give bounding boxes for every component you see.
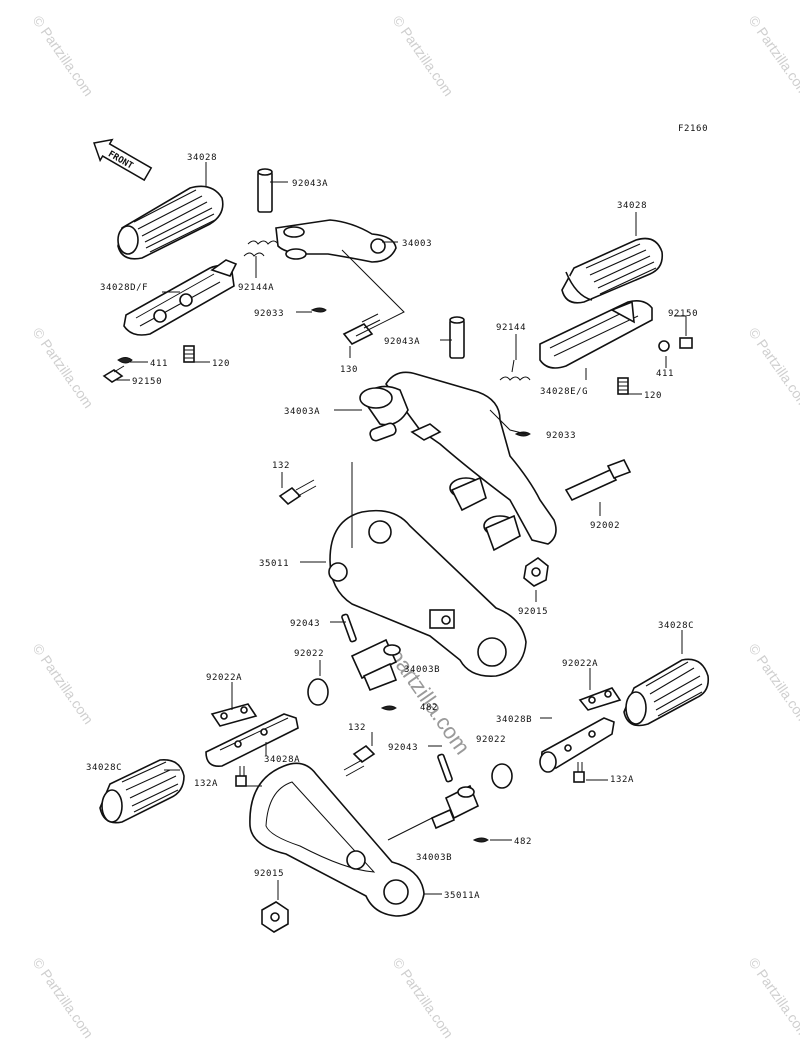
part-label: 132 xyxy=(348,723,366,733)
plate-35011A xyxy=(249,762,425,917)
footpeg-34028B xyxy=(539,717,615,773)
part-label: 92022 xyxy=(294,649,324,659)
watermark: © Partzilla.com xyxy=(30,641,97,727)
part-label: 411 xyxy=(656,369,674,379)
part-label: 34003A xyxy=(284,407,320,417)
part-label: 92043 xyxy=(388,743,418,753)
bolt-120-right xyxy=(617,377,629,395)
bolt-132A-right xyxy=(573,762,585,783)
part-label: 92015 xyxy=(254,869,284,879)
bolt-92150-left xyxy=(102,365,125,383)
watermark: © Partzilla.com xyxy=(390,13,457,99)
part-label: 34028C xyxy=(86,763,122,773)
footpeg-34028A xyxy=(205,713,299,768)
footpeg-bracket-upper-right xyxy=(539,300,653,369)
bolt-120-left xyxy=(183,345,195,363)
clip-middle xyxy=(514,431,531,437)
part-label: 130 xyxy=(340,365,358,375)
watermark: © Partzilla.com xyxy=(746,955,800,1041)
part-label: 120 xyxy=(212,359,230,369)
pin-upper xyxy=(257,168,273,213)
watermark: © Partzilla.com xyxy=(390,955,457,1041)
part-label: 92033 xyxy=(546,431,576,441)
part-label: 92043A xyxy=(384,337,420,347)
part-labels: 34028 92043A 34003 92144A 34028D/F 92033… xyxy=(86,153,698,901)
watermark: © Partzilla.com xyxy=(30,13,97,99)
pin-middle xyxy=(449,316,465,359)
leader-lines xyxy=(116,162,687,900)
bolt-92150-right xyxy=(679,337,693,349)
spring-upper-left xyxy=(243,240,279,257)
part-label: 92144 xyxy=(496,323,526,333)
clip-upper xyxy=(310,307,327,313)
part-label: 92033 xyxy=(254,309,284,319)
bracket-34003A xyxy=(359,371,557,552)
bolt-92002 xyxy=(564,458,632,502)
bracket-34003B-top xyxy=(350,638,401,692)
clip-482-bottom xyxy=(472,837,489,843)
part-label: 411 xyxy=(150,359,168,369)
bracket-34003B-bottom xyxy=(430,784,480,830)
part-label: 34028 xyxy=(617,201,647,211)
washer-411-left xyxy=(117,357,133,364)
bolt-132-top xyxy=(278,479,317,506)
pin-92043-left xyxy=(341,613,357,643)
footpeg-rubber-upper-right xyxy=(561,237,664,304)
part-label: 92144A xyxy=(238,283,274,293)
footpeg-rubber-upper-left xyxy=(117,185,224,260)
part-label: 34028D/F xyxy=(100,283,148,293)
washer-92022-left xyxy=(307,678,329,706)
clip-482-top xyxy=(380,705,397,711)
part-label: 35011A xyxy=(444,891,480,901)
footpeg-bracket-upper-left xyxy=(123,259,238,336)
part-label: 92015 xyxy=(518,607,548,617)
part-label: 132A xyxy=(194,779,218,789)
watermark: © Partzilla.com xyxy=(746,325,800,411)
part-label: 92002 xyxy=(590,521,620,531)
part-label: 92022 xyxy=(476,735,506,745)
part-label: 482 xyxy=(420,703,438,713)
part-label: 34028B xyxy=(496,715,532,725)
part-label: 482 xyxy=(514,837,532,847)
part-label: 92150 xyxy=(668,309,698,319)
part-label: 34028 xyxy=(187,153,217,163)
front-arrow-icon: FRONT xyxy=(93,138,153,182)
bracket-34003 xyxy=(275,219,397,263)
part-label: 120 xyxy=(644,391,662,401)
part-label: 34028C xyxy=(658,621,694,631)
plate-35011 xyxy=(328,509,527,677)
part-label: 132 xyxy=(272,461,290,471)
spring-upper-right xyxy=(499,359,531,381)
part-label: 92022A xyxy=(206,673,242,683)
nut-92015-right xyxy=(523,557,549,587)
watermark: © Partzilla.com xyxy=(746,641,800,727)
part-label: 92150 xyxy=(132,377,162,387)
nut-92015-left xyxy=(261,901,289,933)
watermark: © Partzilla.com xyxy=(746,13,800,99)
part-label: 34028E/G xyxy=(540,387,588,397)
bolt-132A-left xyxy=(235,766,247,787)
figure-code: F2160 xyxy=(678,124,708,134)
plate-92022A-left xyxy=(210,703,258,727)
part-label: 92043A xyxy=(292,179,328,189)
bolt-130 xyxy=(342,313,381,346)
part-label: 35011 xyxy=(259,559,289,569)
part-label: 92022A xyxy=(562,659,598,669)
part-label: 92043 xyxy=(290,619,320,629)
watermark: © Partzilla.com xyxy=(30,955,97,1041)
part-label: 34003B xyxy=(404,665,440,675)
pin-92043-mid xyxy=(437,753,453,783)
footpeg-rubber-34028C-right xyxy=(623,658,710,727)
part-label: 34028A xyxy=(264,755,300,765)
part-label: 34003 xyxy=(402,239,432,249)
washer-92022-right xyxy=(491,763,513,789)
bolt-132-mid xyxy=(343,744,376,777)
washer-411-right xyxy=(658,340,670,352)
part-label: 132A xyxy=(610,775,634,785)
watermark: © Partzilla.com xyxy=(30,325,97,411)
plate-92022A-right xyxy=(578,687,622,711)
part-label: 34003B xyxy=(416,853,452,863)
footpeg-rubber-34028C-left xyxy=(99,759,185,824)
